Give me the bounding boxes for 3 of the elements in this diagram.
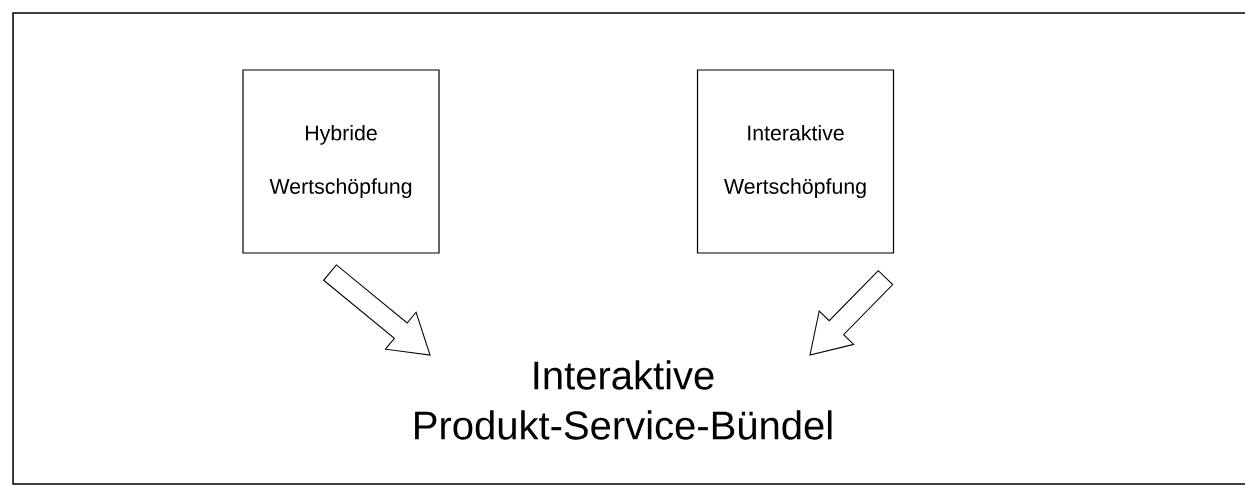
result-text: Interaktive Produkt-Service-Bündel (415, 360, 832, 440)
text-box: Hybride Wertschöpfung (242, 69, 440, 254)
text-box: Interaktive Wertschöpfung (696, 69, 895, 254)
